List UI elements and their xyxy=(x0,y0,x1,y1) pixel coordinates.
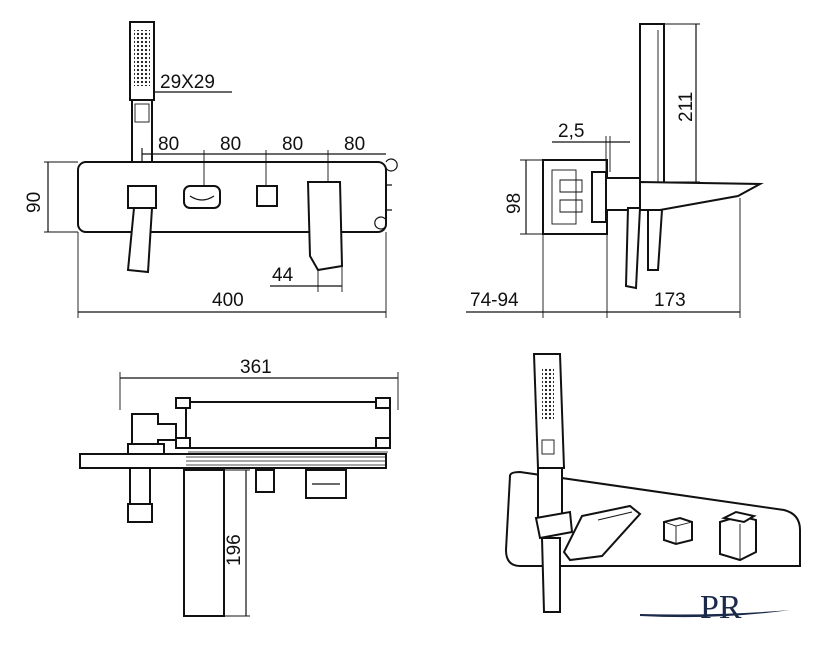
front-handshower-nozzles xyxy=(134,30,150,86)
front-handshower-button xyxy=(134,103,150,123)
dim-projection-label: 173 xyxy=(654,290,686,311)
side-body xyxy=(605,177,641,211)
persp-diverter xyxy=(719,514,757,562)
dim-side-height-label: 98 xyxy=(504,193,525,214)
logo-swoosh xyxy=(640,610,790,618)
persp-holder xyxy=(534,510,574,540)
front-hose-connector xyxy=(126,207,154,274)
front-view: 29X29 80 80 80 80 90 44 400 xyxy=(24,21,398,318)
top-view: 361 196 xyxy=(79,357,399,617)
dim-spout-label: 44 xyxy=(272,265,294,286)
top-spout xyxy=(183,469,225,617)
front-knob xyxy=(256,185,278,207)
top-left-connector xyxy=(131,413,177,449)
top-plate-hatch xyxy=(186,451,388,466)
persp-hose xyxy=(540,537,561,613)
top-knob xyxy=(255,469,275,493)
dim-depth-label: 74-94 xyxy=(470,290,519,311)
dim-spacing-3: 80 xyxy=(282,134,303,155)
dim-spout-length-label: 196 xyxy=(224,534,245,566)
side-spout xyxy=(639,180,764,211)
persp-handshower-handle xyxy=(537,467,563,521)
persp-spout xyxy=(562,504,642,562)
front-plate-pins xyxy=(374,158,398,230)
front-diverter-lever xyxy=(189,195,215,201)
logo-text: PR xyxy=(700,589,742,626)
dim-spacing-2: 80 xyxy=(220,134,241,155)
front-holder xyxy=(127,185,157,209)
dim-top-width-label: 361 xyxy=(240,357,272,378)
front-spout xyxy=(306,181,344,272)
dim-handshower-label: 211 xyxy=(676,92,697,122)
dim-spacing-4: 80 xyxy=(344,134,365,155)
side-view: 211 2,5 98 74-94 173 xyxy=(466,23,764,318)
perspective-view xyxy=(504,353,801,613)
front-diverter xyxy=(183,185,221,209)
side-hose-connector xyxy=(624,207,642,290)
dim-height-label: 90 xyxy=(24,192,45,213)
persp-handshower-nozzles xyxy=(542,368,554,420)
dim-gap-label: 2,5 xyxy=(558,121,584,142)
brand-logo: PR xyxy=(640,589,790,626)
dim-head-label: 29X29 xyxy=(160,72,215,93)
top-wall-box xyxy=(185,401,391,449)
dim-spacing-1: 80 xyxy=(158,134,179,155)
side-handshower xyxy=(639,23,665,193)
side-plate xyxy=(591,171,607,223)
dim-width-label: 400 xyxy=(212,290,244,311)
persp-knob xyxy=(663,516,693,546)
